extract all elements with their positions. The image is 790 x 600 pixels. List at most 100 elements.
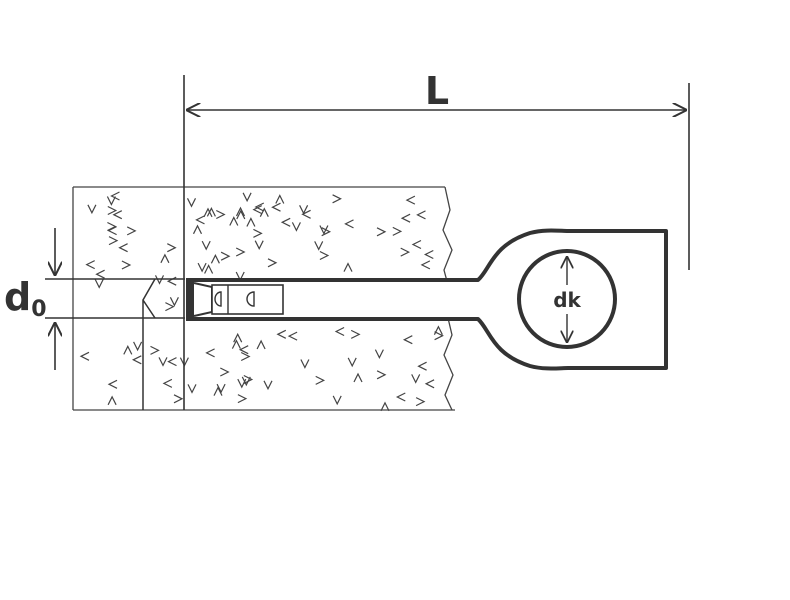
texture-mark xyxy=(123,345,133,355)
texture-mark xyxy=(235,206,246,217)
texture-mark xyxy=(126,226,137,236)
texture-mark xyxy=(233,332,243,343)
texture-mark xyxy=(107,379,118,389)
texture-mark xyxy=(162,378,173,388)
texture-mark xyxy=(192,224,203,235)
texture-mark xyxy=(238,345,249,355)
texture-mark xyxy=(121,260,132,270)
texture-mark xyxy=(205,348,215,358)
eye-opening xyxy=(517,249,617,349)
texture-mark xyxy=(173,394,184,404)
texture-mark xyxy=(259,207,269,217)
texture-mark xyxy=(300,359,310,369)
texture-mark xyxy=(275,194,285,204)
concrete-base-material xyxy=(72,186,455,412)
texture-mark xyxy=(150,345,160,355)
texture-mark xyxy=(420,260,431,270)
texture-mark xyxy=(344,219,354,229)
texture-mark xyxy=(246,217,256,227)
texture-mark xyxy=(423,249,434,260)
texture-mark xyxy=(405,195,416,205)
texture-mark xyxy=(107,226,117,236)
texture-mark xyxy=(197,262,207,273)
texture-mark xyxy=(243,374,254,385)
texture-mark xyxy=(213,386,223,396)
texture-mark xyxy=(402,335,413,345)
texture-mark xyxy=(133,341,143,352)
texture-mark xyxy=(187,384,197,394)
texture-mark xyxy=(79,351,90,361)
texture-mark xyxy=(204,264,214,274)
texture-mark xyxy=(87,204,97,215)
texture-mark xyxy=(195,215,205,225)
texture-mark xyxy=(160,253,170,264)
texture-mark xyxy=(267,258,278,268)
concrete-texture xyxy=(79,191,444,412)
texture-mark xyxy=(353,372,363,383)
hole-diameter-dimension: d0 xyxy=(4,228,55,370)
texture-mark xyxy=(376,370,387,380)
length-label: L xyxy=(425,69,449,113)
texture-mark xyxy=(94,279,104,289)
texture-mark xyxy=(332,395,342,406)
texture-mark xyxy=(229,216,239,226)
texture-mark xyxy=(106,196,116,206)
drill-hole xyxy=(45,278,185,410)
expansion-sleeve xyxy=(186,281,284,317)
texture-mark xyxy=(95,269,105,279)
texture-mark xyxy=(201,240,211,251)
texture-mark xyxy=(400,247,411,257)
texture-mark xyxy=(236,209,246,220)
texture-mark xyxy=(380,401,390,412)
texture-mark xyxy=(112,210,123,220)
texture-mark xyxy=(287,331,298,341)
texture-mark xyxy=(315,375,326,385)
texture-mark xyxy=(434,331,444,341)
texture-mark xyxy=(299,205,309,215)
texture-mark xyxy=(411,374,421,384)
texture-mark xyxy=(424,379,435,389)
texture-mark xyxy=(158,357,168,367)
texture-mark xyxy=(392,226,403,236)
texture-mark xyxy=(252,205,263,215)
texture-mark xyxy=(242,192,252,203)
texture-mark xyxy=(216,383,226,394)
texture-mark xyxy=(254,240,264,251)
texture-mark xyxy=(237,378,247,389)
texture-mark xyxy=(167,243,177,253)
eye-diameter-label: dk xyxy=(553,288,581,312)
texture-mark xyxy=(235,247,246,257)
texture-mark xyxy=(107,205,118,216)
texture-mark xyxy=(85,260,95,270)
texture-mark xyxy=(107,395,117,406)
texture-mark xyxy=(220,251,231,261)
texture-mark xyxy=(241,376,251,387)
texture-mark xyxy=(206,207,216,217)
texture-mark xyxy=(291,222,301,232)
texture-mark xyxy=(376,227,387,237)
texture-mark xyxy=(167,357,177,367)
texture-mark xyxy=(343,262,353,272)
texture-mark xyxy=(271,202,281,212)
texture-mark xyxy=(415,397,426,407)
texture-mark xyxy=(110,191,120,201)
texture-mark xyxy=(231,339,241,349)
texture-mark xyxy=(186,198,197,208)
texture-mark xyxy=(165,302,175,312)
texture-mark xyxy=(118,243,128,253)
texture-mark xyxy=(334,326,345,337)
texture-mark xyxy=(280,217,291,227)
texture-mark xyxy=(321,227,332,237)
texture-mark xyxy=(256,339,266,350)
svg-text:d0: d0 xyxy=(4,275,47,322)
hole-diameter-subscript: 0 xyxy=(31,297,46,322)
texture-mark xyxy=(400,213,411,223)
texture-mark xyxy=(411,239,422,250)
texture-mark xyxy=(416,210,426,220)
texture-mark xyxy=(314,241,324,251)
length-dimension: L xyxy=(186,69,690,270)
texture-mark xyxy=(254,202,265,212)
texture-mark xyxy=(332,194,342,204)
texture-mark xyxy=(301,209,311,219)
texture-mark xyxy=(319,250,330,261)
